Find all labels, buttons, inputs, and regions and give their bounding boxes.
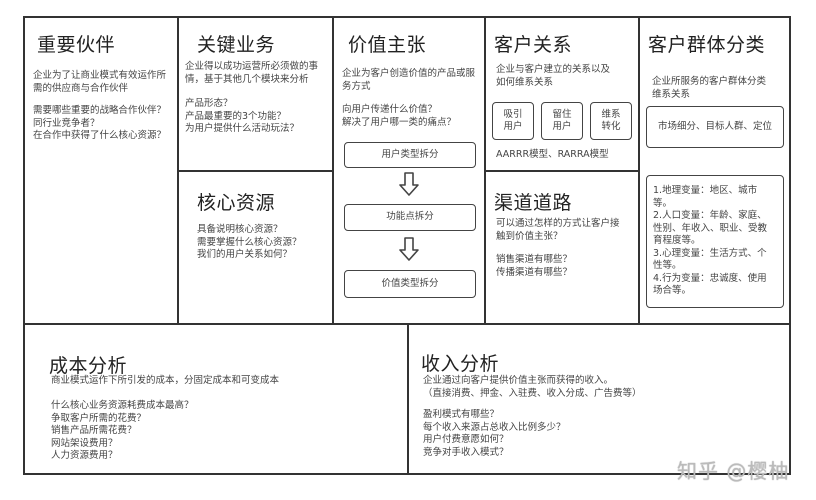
key-activities-description: 企业得以成功运营所必须做的事 情，基于其他几个模块来分析 (185, 61, 319, 85)
key-activities-questions: 产品形态？ 产品最重要的3个功能？ 为用户提供什么活动玩法？ (185, 98, 300, 134)
customer-segments-cell: 客户群体分类 企业所服务的客户群体分类 维系关系 市场细分、目标人群、定位 1.… (640, 18, 789, 325)
business-model-canvas: 重要伙伴 企业为了让商业模式有效运作所 需的供应商与合作伙伴 需要哪些重要的战略… (23, 16, 791, 475)
stage-maintain-convert: 维系 转化 (590, 102, 632, 140)
key-partners-title: 重要伙伴 (37, 34, 116, 56)
customer-segments-title: 客户群体分类 (648, 34, 766, 56)
key-partners-questions: 需要哪些重要的战略合作伙伴？ 同行业竞争者？ 在合作中获得了什么核心资源？ (33, 105, 167, 141)
cost-structure-description: 商业模式运作下所引发的成本，分固定成本和可变成本 (51, 375, 280, 386)
stage-retain-users: 留住 用户 (541, 102, 583, 140)
zhihu-watermark: 知乎 @樱柚 (677, 459, 790, 483)
value-propositions-description: 企业为客户创造价值的产品或服 务方式 (342, 68, 476, 92)
channels-cell: 渠道道路 可以通过怎样的方式让客户接 触到价值主张？ 销售渠道有哪些？ 传播渠道… (486, 172, 640, 325)
revenue-streams-questions: 盈利模式有哪些？ 每个收入来源占总收入比例多少？ 用户付费意愿如何？ 竞争对手收… (423, 409, 566, 458)
cost-structure-title: 成本分析 (49, 355, 128, 377)
stage-acquire-users: 吸引 用户 (492, 102, 534, 140)
key-partners-description: 企业为了让商业模式有效运作所 需的供应商与合作伙伴 (33, 70, 167, 94)
segments-variables-box: 1.地理变量：地区、城市 等。 2.人口变量：年龄、家庭、 性别、年收入、职业、… (646, 175, 784, 308)
down-outline-arrow-icon (399, 172, 419, 196)
key-resources-title: 核心资源 (197, 192, 276, 214)
segments-summary-box: 市场细分、目标人群、定位 (646, 106, 784, 148)
channels-questions: 销售渠道有哪些？ 传播渠道有哪些？ (496, 254, 573, 278)
value-propositions-title: 价值主张 (348, 34, 427, 56)
key-activities-cell: 关键业务 企业得以成功运营所必须做的事 情，基于其他几个模块来分析 产品形态？ … (179, 18, 334, 172)
customer-relationships-cell: 客户关系 企业与客户建立的关系以及 如何维系关系 吸引 用户 留住 用户 维系 … (486, 18, 640, 172)
value-propositions-questions: 向用户传递什么价值？ 解决了用户哪一类的痛点？ (342, 104, 457, 128)
cost-structure-cell: 成本分析 商业模式运作下所引发的成本，分固定成本和可变成本 什么核心业务资源耗费… (25, 325, 409, 473)
customer-relationships-models: AARRR模型、RARRA模型 (496, 149, 609, 160)
step-value-type-split: 价值类型拆分 (344, 270, 476, 298)
cost-structure-questions: 什么核心业务资源耗费成本最高？ 争取客户所需的花费？ 销售产品所需花费？ 网站架… (51, 400, 194, 461)
customer-relationships-description: 企业与客户建立的关系以及 如何维系关系 (496, 64, 611, 88)
revenue-streams-description: 企业通过向客户提供价值主张而获得的收入。 （直接消费、押金、入驻费、收入分成、广… (423, 375, 642, 399)
key-resources-cell: 核心资源 具备说明核心资源？ 需要掌握什么核心资源？ 我们的用户关系如何？ (179, 172, 334, 325)
revenue-streams-title: 收入分析 (421, 353, 500, 375)
revenue-streams-cell: 收入分析 企业通过向客户提供价值主张而获得的收入。 （直接消费、押金、入驻费、收… (409, 325, 789, 473)
down-outline-arrow-icon (399, 237, 419, 261)
channels-description: 可以通过怎样的方式让客户接 触到价值主张？ (496, 218, 620, 242)
step-feature-split: 功能点拆分 (344, 204, 476, 231)
customer-relationships-title: 客户关系 (494, 34, 573, 56)
key-activities-title: 关键业务 (197, 34, 276, 56)
value-propositions-cell: 价值主张 企业为客户创造价值的产品或服 务方式 向用户传递什么价值？ 解决了用户… (334, 18, 486, 325)
customer-segments-description: 企业所服务的客户群体分类 维系关系 (652, 76, 767, 100)
channels-title: 渠道道路 (494, 192, 573, 214)
step-user-type-split: 用户类型拆分 (344, 142, 476, 168)
key-resources-questions: 具备说明核心资源？ 需要掌握什么核心资源？ 我们的用户关系如何？ (197, 224, 302, 260)
key-partners-cell: 重要伙伴 企业为了让商业模式有效运作所 需的供应商与合作伙伴 需要哪些重要的战略… (25, 18, 179, 325)
